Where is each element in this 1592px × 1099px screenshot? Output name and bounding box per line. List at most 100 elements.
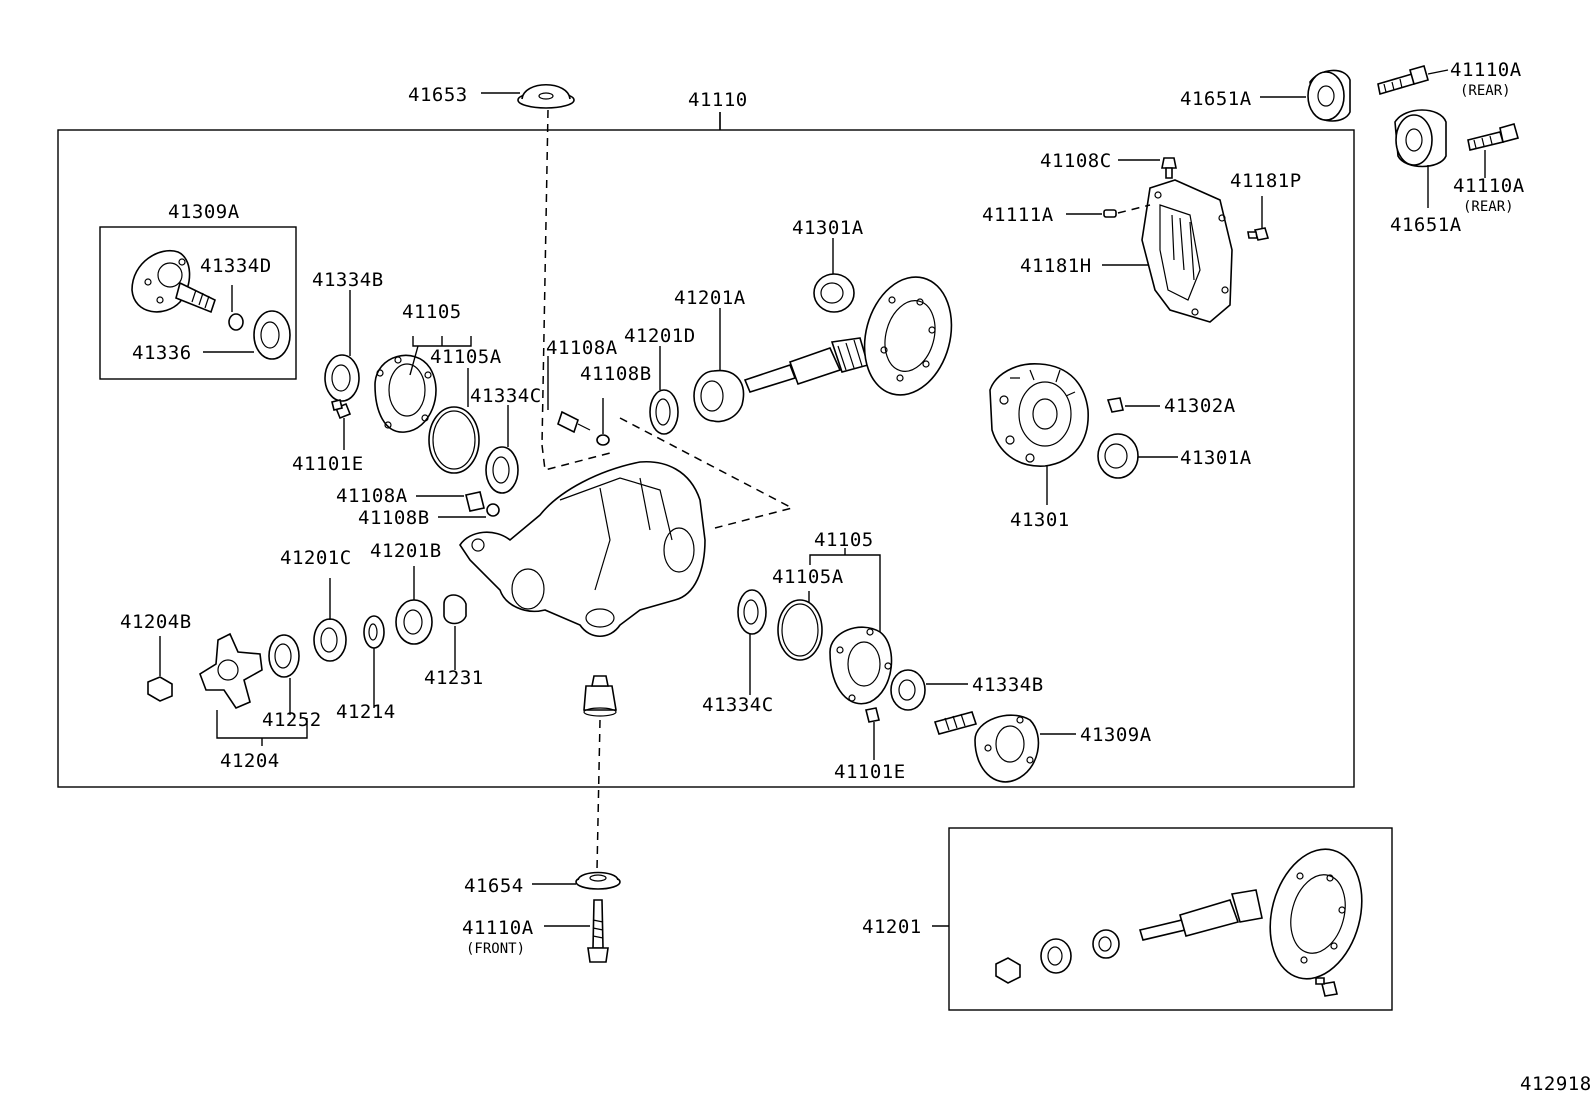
drive-pinion xyxy=(743,337,870,393)
set-pinion xyxy=(1138,889,1263,941)
label-41110: 41110 xyxy=(688,89,748,111)
label-41105a-right: 41105A xyxy=(772,566,844,588)
oil-slinger-41252 xyxy=(268,634,300,678)
pinion-nut-41231 xyxy=(443,594,467,625)
label-41110a-rear-top: 41110A xyxy=(1450,59,1522,81)
label-rear-right: (REAR) xyxy=(1463,199,1514,215)
companion-flange-41204 xyxy=(199,632,263,709)
o-ring-41105a-right xyxy=(777,599,823,661)
label-41204: 41204 xyxy=(220,750,280,772)
cover-bolt-41181p xyxy=(1247,227,1270,241)
rear-bolt-41110a-top xyxy=(1377,65,1429,96)
bearing-41301a-top xyxy=(813,273,855,313)
label-41108a-top: 41108A xyxy=(546,337,618,359)
nut-41204b xyxy=(147,676,173,702)
label-41101e-right: 41101E xyxy=(834,761,906,783)
top-mount-centerline xyxy=(541,109,549,446)
label-41105a-left: 41105A xyxy=(430,346,502,368)
set-ring-gear xyxy=(1269,848,1363,980)
label-41201d: 41201D xyxy=(624,325,696,347)
label-41334d: 41334D xyxy=(200,255,272,277)
fill-plug-41108c xyxy=(1161,157,1177,179)
label-front: (FRONT) xyxy=(466,941,525,957)
label-41654: 41654 xyxy=(464,875,524,897)
bolt-41101e-left xyxy=(331,399,352,420)
label-41653: 41653 xyxy=(408,84,468,106)
side-gear-shaft-box xyxy=(99,226,297,380)
label-41108b-top: 41108B xyxy=(580,363,652,385)
breather-41111a xyxy=(1103,209,1117,218)
gasket-41108b-top xyxy=(596,434,610,446)
label-41108c: 41108C xyxy=(1040,150,1112,172)
label-41651a-top: 41651A xyxy=(1180,88,1252,110)
side-gear-shaft-41309a-right xyxy=(933,711,1040,783)
mount-cushion-41653 xyxy=(517,83,575,109)
shim-41201d xyxy=(649,389,679,435)
label-41651a-right: 41651A xyxy=(1390,214,1462,236)
label-41204b: 41204B xyxy=(120,611,192,633)
bearing-41301a-right xyxy=(1097,433,1139,479)
label-41110a-front: 41110A xyxy=(462,917,534,939)
oil-seal-41334b-right xyxy=(890,669,926,711)
label-41201c: 41201C xyxy=(280,547,352,569)
mount-cushion-41654 xyxy=(575,871,621,890)
bearing-41201a xyxy=(693,369,745,423)
set-bolt xyxy=(1315,977,1338,997)
drain-plug-41108a-top xyxy=(557,410,591,434)
label-41336: 41336 xyxy=(132,342,192,364)
ring-gear xyxy=(863,276,953,396)
diagram-number: 412918 xyxy=(1520,1073,1592,1095)
mount-cushion-bottom xyxy=(583,675,617,717)
label-41201a: 41201A xyxy=(674,287,746,309)
label-rear-top: (REAR) xyxy=(1460,83,1511,99)
label-41309a-top: 41309A xyxy=(168,201,240,223)
bearing-41201c xyxy=(313,618,347,662)
bearing-retainer-41105-left xyxy=(374,354,437,433)
label-41334c-left: 41334C xyxy=(470,385,542,407)
label-41105-left: 41105 xyxy=(402,301,462,323)
rear-bolt-41110a-right xyxy=(1467,123,1519,151)
label-41201b: 41201B xyxy=(370,540,442,562)
label-41108a-mid: 41108A xyxy=(336,485,408,507)
label-41201: 41201 xyxy=(862,916,922,938)
spacer-41214 xyxy=(363,615,385,649)
label-41334c-right: 41334C xyxy=(702,694,774,716)
label-41111a: 41111A xyxy=(982,204,1054,226)
side-gear-shaft-41309a-left xyxy=(131,250,216,314)
label-41301: 41301 xyxy=(1010,509,1070,531)
rear-cover-41181h xyxy=(1141,179,1233,323)
label-41334b-right: 41334B xyxy=(972,674,1044,696)
oil-seal-41336 xyxy=(253,310,291,360)
set-bearing-2 xyxy=(1092,929,1120,959)
label-41181h: 41181H xyxy=(1020,255,1092,277)
oil-seal-41334b-left xyxy=(324,354,360,402)
bearing-41201b xyxy=(395,599,433,645)
label-41181p: 41181P xyxy=(1230,170,1302,192)
label-41101e-left: 41101E xyxy=(292,453,364,475)
gasket-41108b-mid xyxy=(486,503,500,517)
label-41334b-left: 41334B xyxy=(312,269,384,291)
label-41309a-right: 41309A xyxy=(1080,724,1152,746)
label-41231: 41231 xyxy=(424,667,484,689)
carrier-housing-41110 xyxy=(459,460,706,638)
label-41301a-top: 41301A xyxy=(792,217,864,239)
set-nut xyxy=(995,957,1021,984)
front-bolt-41110a xyxy=(587,899,609,963)
label-41302a: 41302A xyxy=(1164,395,1236,417)
set-bearing-1 xyxy=(1040,938,1072,974)
bottom-mount-centerline xyxy=(596,719,601,871)
differential-case-41301 xyxy=(989,363,1089,467)
oil-seal-41334c-left xyxy=(485,446,519,494)
bolt-41302a xyxy=(1106,397,1124,413)
ring-pinion-set-box xyxy=(948,827,1393,1011)
rear-mount-41651a-right xyxy=(1394,109,1447,168)
snap-ring-41334d xyxy=(228,313,244,331)
label-41105-right: 41105 xyxy=(814,529,874,551)
label-41108b-mid: 41108B xyxy=(358,507,430,529)
oil-seal-41334c-right xyxy=(737,589,767,635)
label-41301a-right: 41301A xyxy=(1180,447,1252,469)
label-41252: 41252 xyxy=(262,709,322,731)
label-41110a-rear-right: 41110A xyxy=(1453,175,1525,197)
bearing-retainer-41105-right xyxy=(829,626,893,705)
